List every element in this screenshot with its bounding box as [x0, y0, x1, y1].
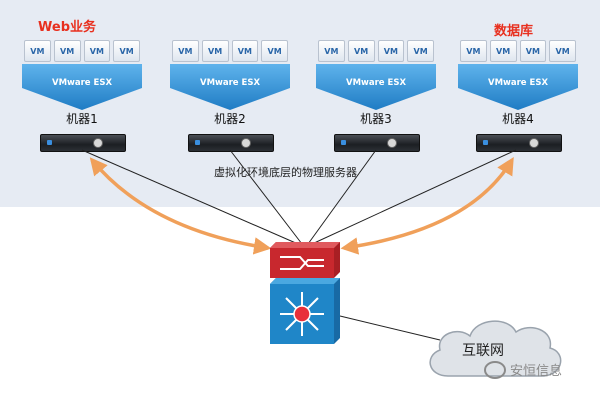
database-label: 数据库 [494, 24, 534, 39]
machine-label: 机器3 [360, 112, 392, 126]
vm-row: VM VM VM VM [172, 40, 288, 62]
vm-box: VM [519, 40, 547, 62]
internet-label: 互联网 [462, 343, 504, 359]
link-line-internet [339, 315, 441, 341]
server-chassis [334, 134, 420, 152]
esx-host-label: VMware ESX [345, 78, 407, 88]
vm-box: VM [460, 40, 487, 62]
wechat-icon [484, 360, 506, 379]
esx-host-shape [316, 64, 436, 110]
machine-label: 机器1 [66, 112, 98, 126]
vm-box: VM [24, 40, 51, 62]
vm-box: VM [377, 40, 405, 62]
vm-box: VM [231, 40, 259, 62]
vm-box: VM [489, 40, 517, 62]
machine-label: 机器4 [502, 112, 534, 126]
vm-row: VM VM VM VM [460, 40, 576, 62]
vm-box: VM [261, 40, 288, 62]
vm-box: VM [113, 40, 140, 62]
web-business-label: Web业务 [38, 20, 96, 35]
vm-box: VM [318, 40, 345, 62]
esx-host-label: VMware ESX [51, 78, 113, 88]
watermark: 安恒信息 [484, 360, 562, 379]
esx-host-label: VMware ESX [199, 78, 261, 88]
vm-box: VM [347, 40, 375, 62]
network-switch [270, 242, 340, 344]
esx-host-shape [170, 64, 290, 110]
watermark-text: 安恒信息 [510, 364, 563, 379]
vm-box: VM [53, 40, 81, 62]
vm-box: VM [549, 40, 576, 62]
internet-cloud [429, 320, 562, 377]
esx-host-shape [458, 64, 578, 110]
server-chassis [40, 134, 126, 152]
server-chassis [476, 134, 562, 152]
orange-arrow-left [89, 157, 272, 255]
vm-row: VM VM VM VM [318, 40, 434, 62]
vm-box: VM [407, 40, 434, 62]
vm-box: VM [201, 40, 229, 62]
esx-host-shape [22, 64, 142, 110]
vm-box: VM [172, 40, 199, 62]
machine-label: 机器2 [214, 112, 246, 126]
esx-host-label: VMware ESX [487, 78, 549, 88]
vm-row: VM VM VM VM [24, 40, 140, 62]
orange-arrow-right [340, 156, 514, 255]
vm-box: VM [83, 40, 111, 62]
